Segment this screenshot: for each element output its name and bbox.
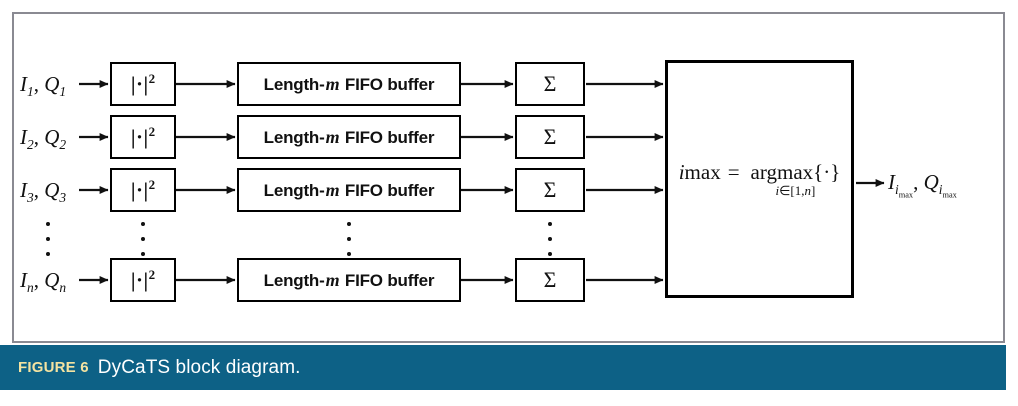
fifo-buffer-label-row-1: Length-m FIFO buffer [263, 73, 435, 94]
magnitude-squared-label-row-n: |·|2 [130, 266, 156, 292]
summation-block-row-3: Σ [515, 168, 585, 212]
magnitude-squared-block-row-n: |·|2 [110, 258, 176, 302]
vertical-ellipsis-icon-input-column [41, 222, 55, 256]
summation-block-row-2: Σ [515, 115, 585, 159]
input-label-row-1-text: I1, Q1 [20, 72, 67, 100]
summation-label-row-3: Σ [543, 177, 557, 202]
fifo-buffer-block-row-n: Length-m FIFO buffer [237, 258, 461, 302]
summation-label-row-n: Σ [543, 267, 557, 292]
fifo-buffer-label-row-3: Length-m FIFO buffer [263, 179, 435, 200]
magnitude-squared-block-row-2: |·|2 [110, 115, 176, 159]
input-label-row-2: I2, Q2 [20, 125, 67, 153]
summation-block-row-1: Σ [515, 62, 585, 106]
input-label-row-n: In, Qn [20, 268, 67, 296]
input-label-row-3: I3, Q3 [20, 178, 67, 206]
summation-block-row-n: Σ [515, 258, 585, 302]
fifo-buffer-block-row-1: Length-m FIFO buffer [237, 62, 461, 106]
magnitude-squared-label-row-3: |·|2 [130, 176, 156, 202]
vertical-ellipsis-icon-magnitude-column [136, 222, 150, 256]
output-label-text: Iimax, Qimax [888, 170, 957, 200]
input-label-row-1: I1, Q1 [20, 72, 67, 100]
input-label-row-n-text: In, Qn [20, 268, 67, 296]
summation-label-row-1: Σ [543, 71, 557, 96]
figure-number-tag: FIGURE 6 [18, 359, 89, 376]
fifo-buffer-label-row-2: Length-m FIFO buffer [263, 126, 435, 147]
magnitude-squared-block-row-3: |·|2 [110, 168, 176, 212]
output-label: Iimax, Qimax [888, 170, 957, 200]
figure-caption-bar: FIGURE 6 DyCaTS block diagram. [0, 345, 1006, 390]
figure-caption-text: DyCaTS block diagram. [97, 356, 301, 378]
fifo-buffer-block-row-2: Length-m FIFO buffer [237, 115, 461, 159]
magnitude-squared-label-row-1: |·|2 [130, 70, 156, 96]
magnitude-squared-label-row-2: |·|2 [130, 123, 156, 149]
input-label-row-3-text: I3, Q3 [20, 178, 67, 206]
summation-label-row-2: Σ [543, 124, 557, 149]
fifo-buffer-block-row-3: Length-m FIFO buffer [237, 168, 461, 212]
fifo-buffer-label-row-n: Length-m FIFO buffer [263, 269, 435, 290]
vertical-ellipsis-icon-fifo-column [342, 222, 356, 256]
input-label-row-2-text: I2, Q2 [20, 125, 67, 153]
block-diagram: I1, Q1 |·|2 Length-m FIFO buffer Σ I2, Q… [20, 60, 957, 302]
vertical-ellipsis-icon-sum-column [543, 222, 557, 256]
magnitude-squared-block-row-1: |·|2 [110, 62, 176, 106]
